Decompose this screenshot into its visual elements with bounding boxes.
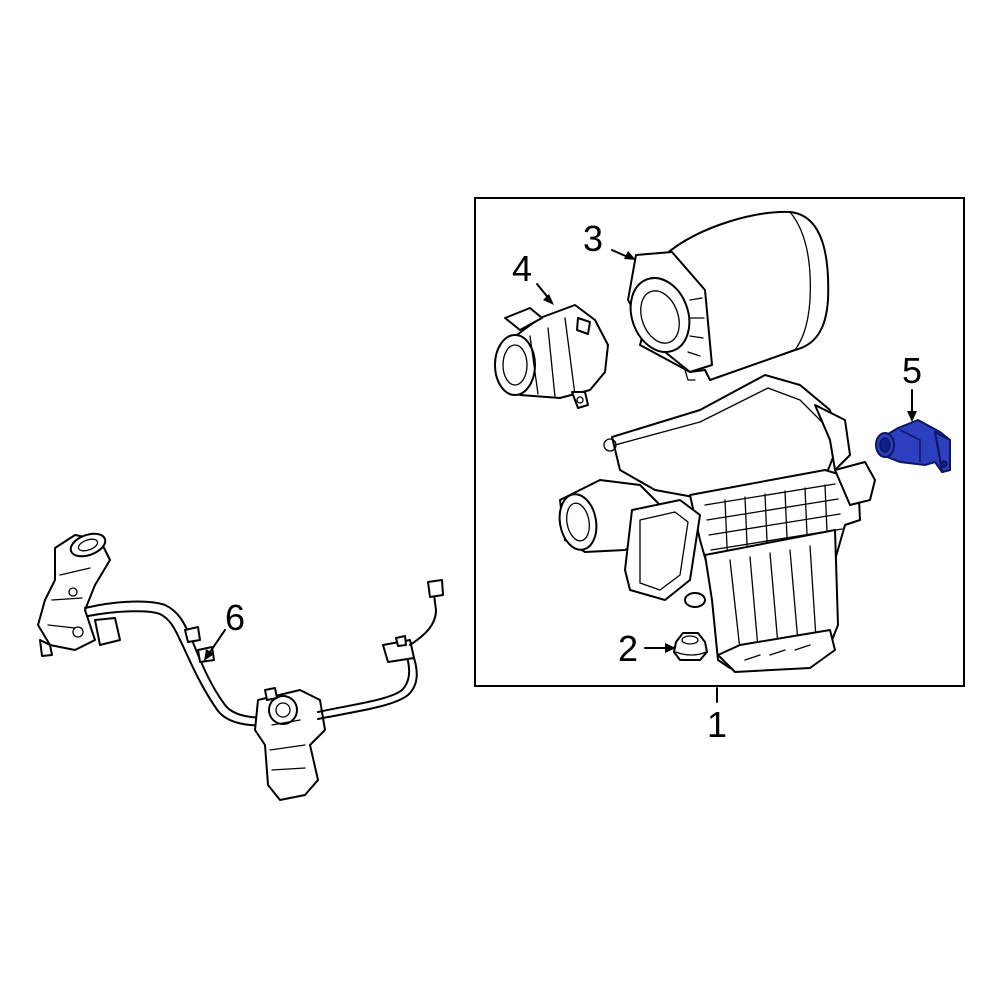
- vent-hose-assembly[interactable]: [37, 529, 444, 801]
- air-cleaner-housing[interactable]: [555, 374, 876, 673]
- callout-5: 5: [902, 350, 922, 391]
- assembly-box: [474, 197, 965, 687]
- callout-2: 2: [618, 628, 638, 669]
- grommet[interactable]: [673, 632, 708, 661]
- callout-3: 3: [583, 218, 603, 259]
- callout-1: 1: [707, 704, 727, 745]
- air-filter-element[interactable]: [621, 210, 830, 381]
- callout-6: 6: [225, 597, 245, 638]
- mass-air-flow-duct[interactable]: [494, 304, 609, 409]
- intake-sensor-highlighted[interactable]: [875, 419, 951, 473]
- housing-grid: [704, 483, 843, 571]
- leader-lines: [204, 249, 917, 703]
- callout-4: 4: [512, 248, 532, 289]
